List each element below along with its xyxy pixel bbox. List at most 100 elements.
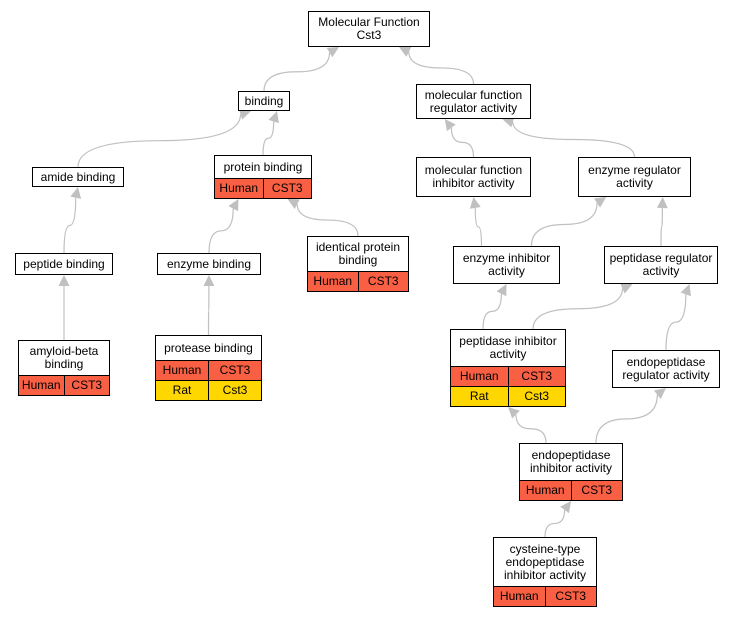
species-cell: Human	[162, 363, 202, 377]
edge-mfra-to-root	[408, 51, 475, 85]
gene-cell: Cst3	[208, 381, 261, 400]
edge-identical-to-protein	[296, 204, 359, 237]
edge-mfia-to-mfra	[450, 127, 475, 158]
edge-pia-to-pra	[532, 288, 624, 330]
go-term-label: protein binding	[223, 159, 303, 174]
arrowhead	[496, 284, 507, 297]
go-term-label: enzyme inhibitor activity	[462, 251, 551, 278]
go-term-node-pra[interactable]: peptidase regulator activity	[604, 246, 718, 284]
go-term-node-root[interactable]: Molecular Function Cst3	[308, 11, 430, 47]
arrowhead	[680, 284, 691, 297]
edge-eia-to-mfia	[474, 207, 483, 247]
arrowhead	[620, 283, 633, 294]
arrowhead	[594, 197, 607, 208]
annotation-row-rat: Rat Cst3	[451, 386, 565, 406]
arrowhead	[444, 119, 456, 132]
edge-eia-to-era	[530, 203, 598, 247]
species-cell: Human	[499, 589, 539, 603]
go-term-label: binding	[244, 93, 284, 108]
edge-cysteine-to-epia	[544, 509, 566, 538]
edge-epra-to-pra	[665, 294, 687, 351]
species-cell: Rat	[469, 389, 489, 403]
go-term-label: amyloid-beta binding	[29, 344, 99, 371]
annotation-row-human: Human CST3	[156, 360, 261, 380]
go-term-node-amide[interactable]: amide binding	[32, 167, 124, 187]
go-term-label: cysteine-type endopeptidase inhibitor ac…	[503, 541, 587, 582]
edge-pra-to-era	[660, 207, 663, 247]
species-cell: Human	[313, 274, 353, 288]
go-term-node-mfra[interactable]: molecular function regulator activity	[416, 84, 531, 119]
gene-cell: CST3	[570, 481, 623, 500]
arrowhead	[238, 109, 251, 120]
go-term-label: molecular function inhibitor activity	[424, 163, 523, 190]
annotation-row-rat: Rat Cst3	[156, 380, 261, 400]
go-term-label: peptidase regulator activity	[609, 251, 713, 278]
species-cell: Human	[525, 483, 565, 497]
go-term-label: endopeptidase regulator activity	[622, 355, 710, 382]
edge-pia-to-eia	[482, 293, 503, 330]
edge-protein-to-binding	[262, 121, 275, 156]
species-cell: Human	[219, 181, 259, 195]
go-term-label: protease binding	[164, 340, 253, 355]
edge-peptide-to-amide	[63, 197, 77, 254]
go-term-node-eia[interactable]: enzyme inhibitor activity	[453, 246, 560, 284]
go-term-label: peptidase inhibitor activity	[459, 334, 557, 361]
edge-binding-to-root	[263, 52, 331, 92]
go-term-node-enzyme-b[interactable]: enzyme binding	[157, 253, 261, 275]
go-term-label: molecular function regulator activity	[424, 87, 523, 115]
annotation-row-human: Human CST3	[520, 480, 622, 500]
annotation-row-human: Human CST3	[308, 271, 408, 291]
arrowhead	[508, 407, 520, 419]
go-term-node-era[interactable]: enzyme regulator activity	[578, 157, 691, 197]
arrowhead	[653, 388, 666, 400]
gene-cell: Cst3	[507, 387, 566, 406]
edge-epia-to-epra	[595, 394, 658, 444]
go-term-node-epra[interactable]: endopeptidase regulator activity	[612, 350, 720, 388]
go-term-label: peptide binding	[23, 256, 105, 271]
gene-cell: CST3	[507, 367, 566, 386]
arrowhead	[287, 199, 300, 209]
go-term-node-peptide[interactable]: peptide binding	[15, 253, 113, 275]
arrowhead	[502, 116, 515, 128]
species-cell: Human	[459, 369, 499, 383]
annotation-row-human: Human CST3	[451, 366, 565, 386]
go-term-label: enzyme regulator activity	[588, 163, 681, 190]
go-term-node-cysteine[interactable]: cysteine-type endopeptidase inhibitor ac…	[493, 537, 597, 607]
arrowhead	[560, 501, 571, 514]
edge-era-to-mfra	[512, 121, 636, 158]
edge-amide-to-binding	[77, 114, 242, 168]
go-term-label: enzyme binding	[166, 256, 252, 271]
arrowhead	[203, 275, 215, 287]
gene-cell: CST3	[262, 179, 312, 198]
edge-epia-to-pia	[515, 414, 547, 444]
go-term-label: endopeptidase inhibitor activity	[529, 448, 613, 475]
arrowhead	[58, 275, 70, 286]
go-term-label: amide binding	[40, 169, 116, 184]
arrowhead	[70, 187, 82, 199]
arrowhead	[399, 46, 412, 57]
arrowhead	[268, 111, 279, 124]
go-term-node-binding[interactable]: binding	[238, 91, 290, 111]
go-term-node-mfia[interactable]: molecular function inhibitor activity	[416, 157, 531, 197]
species-cell: Rat	[172, 383, 192, 397]
edge-enzyme_b-to-protein	[208, 208, 234, 254]
arrowhead	[228, 199, 239, 212]
go-term-label: Molecular Function Cst3	[318, 15, 420, 42]
gene-cell: CST3	[357, 272, 409, 291]
annotation-row-human: Human CST3	[494, 586, 596, 606]
gene-cell: CST3	[544, 587, 597, 606]
species-cell: Human	[21, 378, 61, 392]
arrowhead	[469, 197, 481, 209]
gene-cell: CST3	[208, 361, 261, 380]
arrowhead	[326, 47, 339, 58]
